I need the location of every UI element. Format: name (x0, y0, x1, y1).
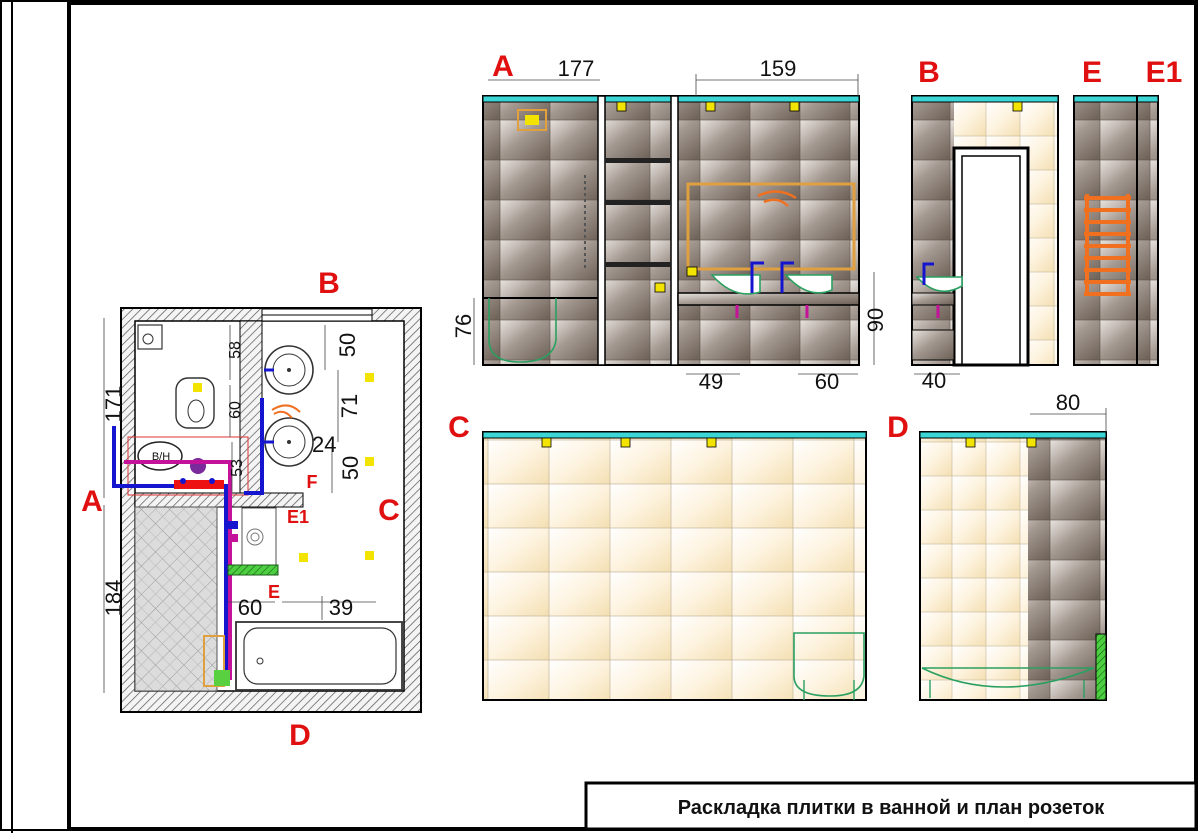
elev-d-label: D (887, 411, 909, 444)
elevation-e: E E1 (1073, 56, 1183, 366)
dim-58: 58 (227, 341, 244, 359)
dim-171: 171 (101, 386, 126, 423)
elev-e1-label: E1 (1146, 56, 1183, 89)
dim-159: 159 (760, 56, 797, 81)
dim-60-bottom: 60 (238, 595, 262, 620)
dim-49: 49 (699, 369, 723, 394)
elevation-c: C (448, 411, 867, 701)
dim-60-mid: 60 (227, 401, 244, 419)
plan-label-e: E (268, 582, 280, 602)
plan-dimension-lines (103, 318, 376, 693)
plan-label-b: B (318, 267, 340, 300)
dim-90: 90 (863, 308, 888, 332)
dim-50-bottom: 50 (338, 456, 363, 480)
plan-label-f: F (307, 472, 318, 492)
dim-71: 71 (337, 394, 362, 418)
dim-177: 177 (558, 56, 595, 81)
elev-b-label: B (918, 56, 940, 89)
dim-24: 24 (312, 432, 336, 457)
elevation-d: D 80 (887, 390, 1107, 701)
drawing-title: Раскладка плитки в ванной и план розеток (678, 797, 1106, 819)
dim-40: 40 (922, 368, 946, 393)
floor-plan: В/Н (81, 267, 422, 752)
dim-39: 39 (329, 595, 353, 620)
dim-60-elev: 60 (815, 369, 839, 394)
plan-label-a: A (81, 485, 103, 518)
dim-76: 76 (451, 314, 476, 338)
dim-53: 53 (229, 459, 246, 477)
dim-80: 80 (1056, 390, 1080, 415)
elevation-b: B 40 (911, 56, 1059, 393)
dim-50-top: 50 (335, 333, 360, 357)
plan-label-c: C (378, 494, 400, 527)
elevation-a: A 177 159 76 49 60 90 (451, 50, 888, 394)
dim-184: 184 (101, 580, 126, 617)
elev-c-label: C (448, 411, 470, 444)
elev-e-label: E (1082, 56, 1102, 89)
plan-label-d: D (289, 719, 311, 752)
elev-a-label: A (492, 50, 514, 83)
title-block: Раскладка плитки в ванной и план розеток (584, 781, 1198, 831)
plan-label-e1: E1 (287, 507, 309, 527)
